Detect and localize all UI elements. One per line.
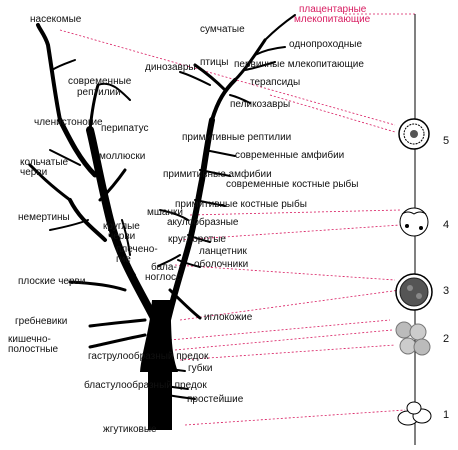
label-flagellates: жгутиковые (103, 424, 157, 435)
label-placental-1: плацентарные (299, 4, 367, 15)
stage-4-drawing (399, 207, 429, 237)
label-cyclostomes: круглоротые (168, 234, 226, 245)
stage-number-4: 4 (443, 219, 450, 231)
label-balanoglossus-1: бала- (151, 262, 177, 273)
label-balanoglossus-2: ноглосс (145, 272, 182, 283)
guide-lines (59, 13, 415, 426)
stage-1-drawing (397, 401, 432, 426)
label-echinoderms: иглокожие (204, 312, 253, 323)
label-primitive-bony-fish: примитивные костные рыбы (175, 199, 307, 210)
label-arthropods: членистоногие (34, 117, 103, 128)
stage-number-5: 5 (443, 135, 450, 147)
label-roundworms-2: черви (108, 231, 136, 242)
label-gastrula-ancestor: гаструлообразный предок (88, 351, 209, 362)
label-peripatus: перипатус (101, 123, 149, 134)
label-coelenterates-1: кишечно- (8, 334, 51, 345)
label-annelids-1: кольчатые (20, 157, 69, 168)
label-pelycosaurs: пеликозавры (230, 99, 291, 110)
label-acanthodians: акулообразные (167, 217, 239, 228)
label-annelids-2: черви (20, 167, 48, 178)
stage-5-drawing (398, 118, 430, 150)
label-primitive-amphibians: примитивные амфибии (163, 169, 272, 180)
label-modern-reptiles-2: рептилии (77, 87, 121, 98)
label-bryozoans: мшанки (147, 207, 183, 218)
label-insects: насекомые (30, 14, 82, 25)
label-brachiopods-2: гие (116, 254, 131, 265)
label-protozoa: простейшие (187, 394, 244, 405)
tree-branches (28, 14, 296, 400)
stage-number-2: 2 (443, 333, 450, 345)
label-lancelet: ланцетник (199, 246, 247, 257)
label-modern-bony-fish: современные костные рыбы (226, 179, 359, 190)
label-marsupials: сумчатые (200, 24, 245, 35)
label-flatworms: плоские черви (18, 276, 86, 287)
stage-number-1: 1 (443, 409, 450, 421)
label-primitive-mammals: первичные млекопитающие (234, 59, 364, 70)
label-ctenophores: гребневики (15, 316, 68, 327)
label-blastula-ancestor: бластулообразный предок (84, 380, 207, 391)
label-tunicates: оболочники (194, 259, 249, 270)
label-dinosaurs: динозавры (145, 62, 196, 73)
label-brachiopods-1: плечено- (116, 244, 158, 255)
label-roundworms-1: круглые (103, 221, 140, 232)
label-primitive-reptiles: примитивные рептилии (182, 132, 292, 143)
stage-number-3: 3 (443, 285, 450, 297)
label-sponges: губки (188, 363, 213, 374)
stage-2-drawing (395, 321, 431, 356)
stage-3-drawing (395, 273, 433, 311)
label-nemerteans: немертины (18, 212, 70, 223)
label-modern-amphibians: современные амфибии (235, 150, 345, 161)
label-molluscs: моллюски (99, 151, 146, 162)
label-monotremes: однопроходные (289, 39, 363, 50)
label-therapsids: терапсиды (250, 77, 301, 88)
label-placental-2: млекопитающие (294, 14, 371, 25)
label-birds: птицы (200, 57, 229, 68)
label-modern-reptiles-1: современные (68, 76, 132, 87)
label-coelenterates-2: полостные (8, 344, 59, 355)
